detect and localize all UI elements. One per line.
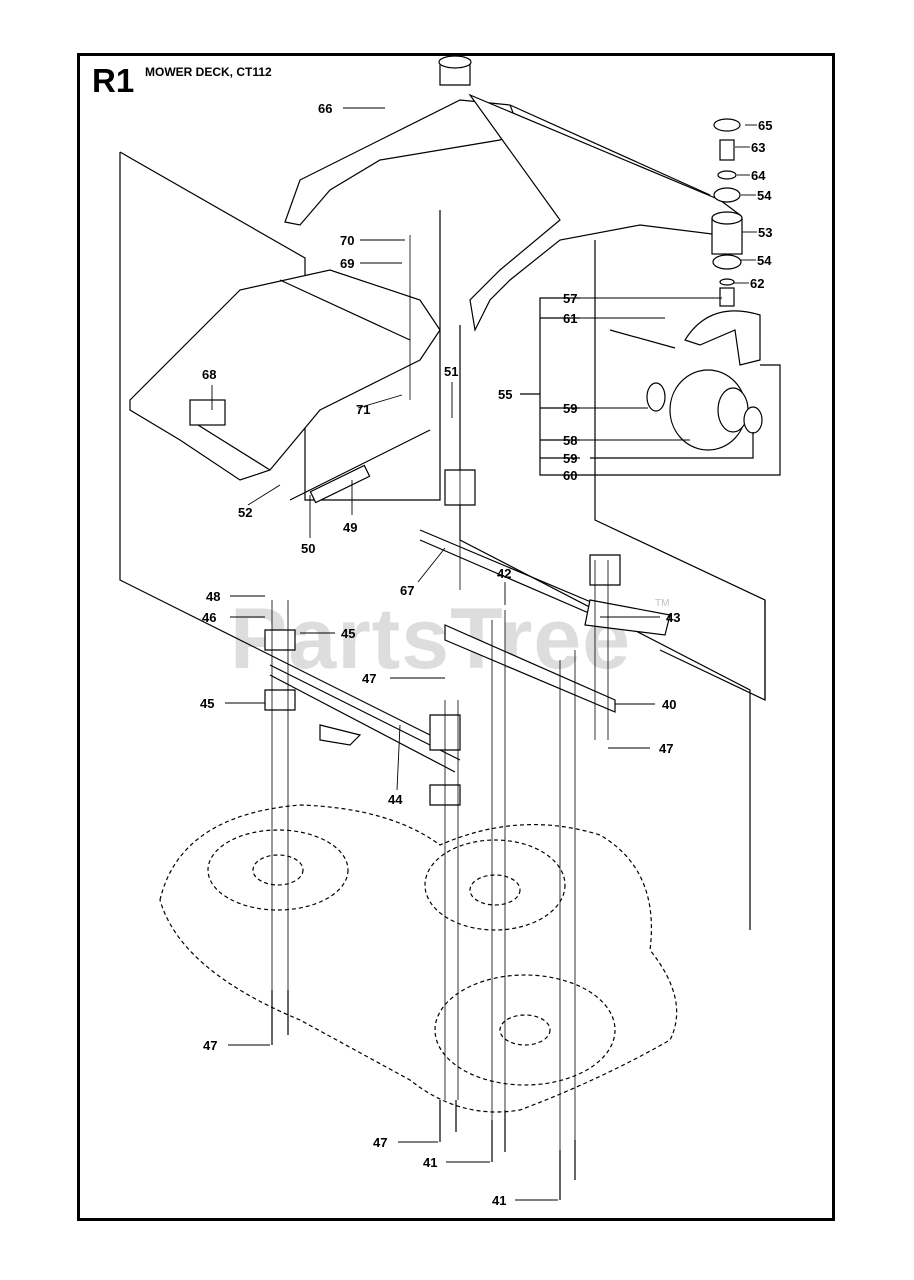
watermark-trademark: TM [655,598,670,609]
watermark-text: PartsTree [230,591,632,687]
diagram-title: MOWER DECK, CT112 [145,65,272,79]
callout-45-lower: 45 [200,696,214,711]
caster-wheel-assembly [609,118,763,451]
front-shaft-assembly [264,629,461,806]
callout-59-upper: 59 [563,401,577,416]
rear-shaft-assembly [419,469,671,636]
callout-55-bracket [520,297,781,476]
callout-70: 70 [340,233,354,248]
callout-71: 71 [356,402,370,417]
callout-47-right: 47 [659,741,673,756]
callout-52: 52 [238,505,252,520]
callout-49: 49 [343,520,357,535]
adjust-rod [289,429,431,504]
callout-60: 60 [563,468,577,483]
section-code: R1 [92,62,135,99]
callout-50: 50 [301,541,315,556]
deck-bolts [271,990,576,1200]
callout-44: 44 [388,792,403,807]
diagram-frame [77,53,835,1221]
callout-67: 67 [400,583,414,598]
deck-bracket [444,624,616,713]
callout-42: 42 [497,566,511,581]
deck-lift-frame [129,269,441,481]
callout-65: 65 [758,118,772,133]
callout-41-lower: 41 [492,1193,506,1208]
callout-63: 63 [751,140,765,155]
callout-46: 46 [202,610,216,625]
callout-48: 48 [206,589,220,604]
callout-45-upper: 45 [341,626,355,641]
leader-lines [211,107,757,1201]
callout-47-left: 47 [203,1038,217,1053]
mower-deck [159,804,678,1113]
callout-40: 40 [662,697,676,712]
callout-51: 51 [444,364,458,379]
callout-47-bottom: 47 [373,1135,387,1150]
group-outline-left [119,151,441,741]
callout-41-upper: 41 [423,1155,437,1170]
callout-53: 53 [758,225,772,240]
callout-66: 66 [318,101,332,116]
callout-55: 55 [498,387,512,402]
callout-labels: 66 65 63 64 54 53 54 62 70 69 57 61 68 5… [200,101,772,1208]
callout-68: 68 [202,367,216,382]
callout-59-lower: 59 [563,451,577,466]
callout-61: 61 [563,311,577,326]
lift-arm-assembly [284,55,741,332]
callout-64: 64 [751,168,766,183]
callout-62: 62 [750,276,764,291]
callout-57: 57 [563,291,577,306]
callout-58: 58 [563,433,577,448]
callout-69: 69 [340,256,354,271]
assembly-guide-lines [271,235,609,1150]
callout-47-mid: 47 [362,671,376,686]
callout-54-upper: 54 [757,188,772,203]
callout-54-lower: 54 [757,253,772,268]
callout-43: 43 [666,610,680,625]
